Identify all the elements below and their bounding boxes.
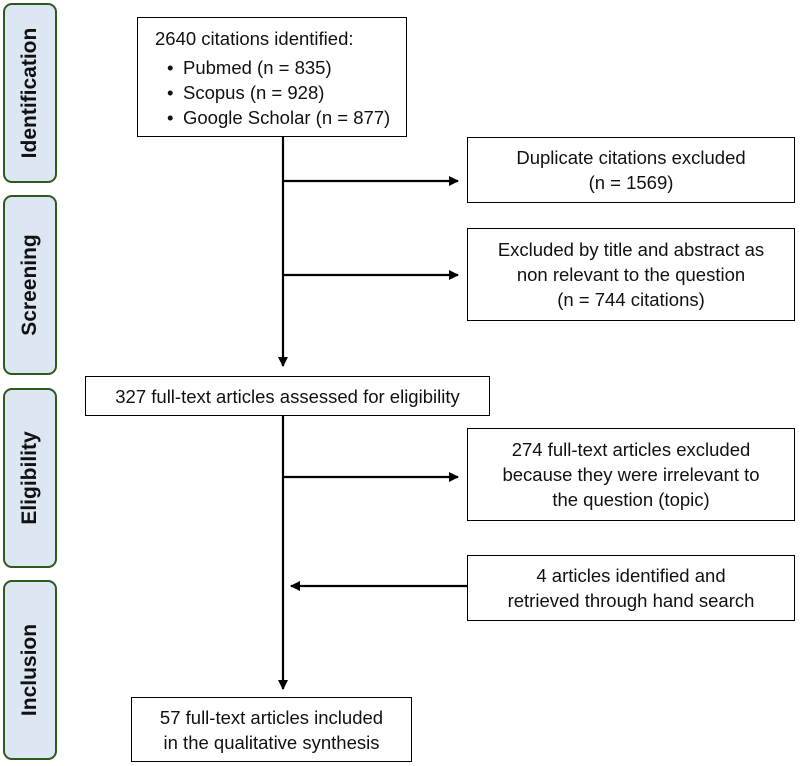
fulltext-assessed-box: 327 full-text articles assessed for elig… xyxy=(85,376,490,416)
phase-inclusion: Inclusion xyxy=(3,580,57,760)
phase-eligibility: Eligibility xyxy=(3,388,57,568)
fulltext-excluded-line: because they were irrelevant to xyxy=(502,464,760,485)
hand-search-line: 4 articles identified and xyxy=(536,565,726,586)
identified-title: 2640 citations identified: xyxy=(155,28,354,49)
fulltext-assessed-line: 327 full-text articles assessed for elig… xyxy=(115,385,460,407)
source-item: Scopus (n = 928) xyxy=(167,80,406,105)
title-abstract-box: Excluded by title and abstract as non re… xyxy=(467,228,795,321)
fulltext-excluded-line: the question (topic) xyxy=(552,489,710,510)
hand-search-box: 4 articles identified and retrieved thro… xyxy=(467,555,795,621)
source-item: Pubmed (n = 835) xyxy=(167,55,406,80)
phase-identification: Identification xyxy=(3,3,57,183)
hand-search-line: retrieved through hand search xyxy=(507,590,755,611)
source-list: Pubmed (n = 835) Scopus (n = 928) Google… xyxy=(155,55,406,130)
title-abstract-line: non relevant to the question xyxy=(516,264,746,285)
duplicates-line: (n = 1569) xyxy=(588,172,674,193)
included-box: 57 full-text articles included in the qu… xyxy=(131,697,412,762)
included-line: 57 full-text articles included xyxy=(159,706,384,728)
identified-box: 2640 citations identified: Pubmed (n = 8… xyxy=(137,17,407,137)
title-abstract-line: Excluded by title and abstract as xyxy=(497,239,765,260)
fulltext-excluded-box: 274 full-text articles excluded because … xyxy=(467,428,795,521)
source-item: Google Scholar (n = 877) xyxy=(167,105,406,130)
duplicates-box: Duplicate citations excluded (n = 1569) xyxy=(467,137,795,203)
included-line: in the qualitative synthesis xyxy=(163,731,380,753)
title-abstract-line: (n = 744 citations) xyxy=(557,289,705,310)
fulltext-excluded-line: 274 full-text articles excluded xyxy=(511,439,751,460)
phase-screening: Screening xyxy=(3,195,57,375)
duplicates-line: Duplicate citations excluded xyxy=(516,147,746,168)
